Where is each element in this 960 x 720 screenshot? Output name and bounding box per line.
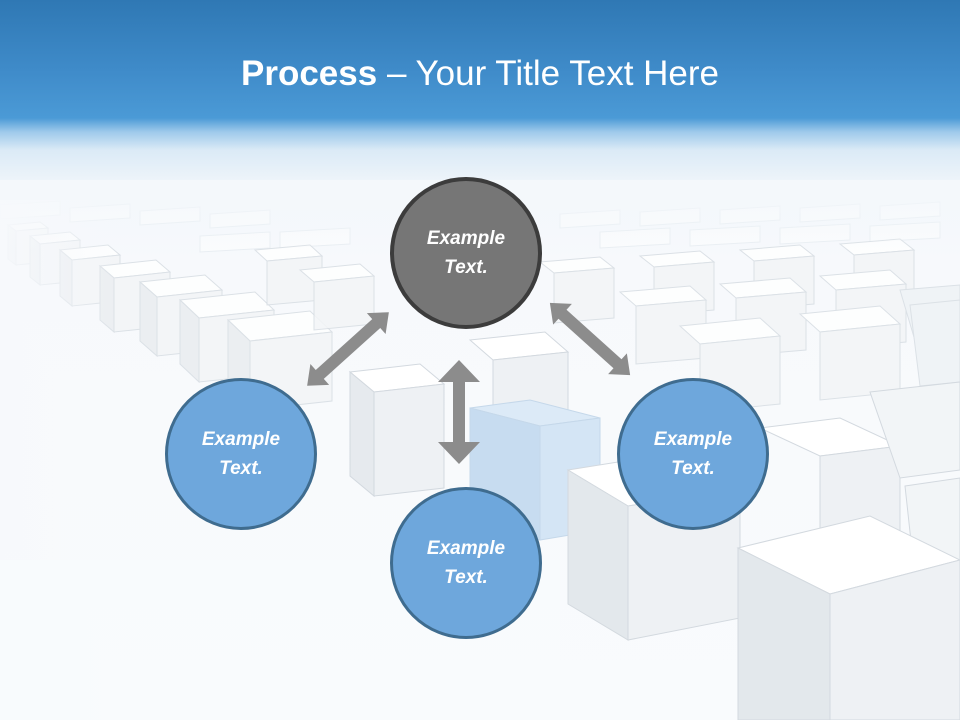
double-arrow-icon [549, 302, 631, 376]
double-arrow-icon [438, 360, 480, 464]
double-arrow-icon [307, 312, 389, 386]
process-node-left[interactable]: Example Text. [165, 378, 317, 530]
process-node-left-label: Example Text. [201, 429, 281, 479]
process-node-top[interactable]: Example Text. [390, 177, 542, 329]
title-rest: – Your Title Text Here [377, 54, 719, 93]
process-node-right[interactable]: Example Text. [617, 378, 769, 530]
process-node-right-label: Example Text. [653, 429, 733, 479]
process-node-bottom[interactable]: Example Text. [390, 487, 542, 639]
process-node-top-label: Example Text. [426, 228, 506, 278]
process-node-bottom-label: Example Text. [426, 538, 506, 588]
page-title: Process – Your Title Text Here [0, 52, 960, 96]
title-bold: Process [241, 54, 378, 93]
